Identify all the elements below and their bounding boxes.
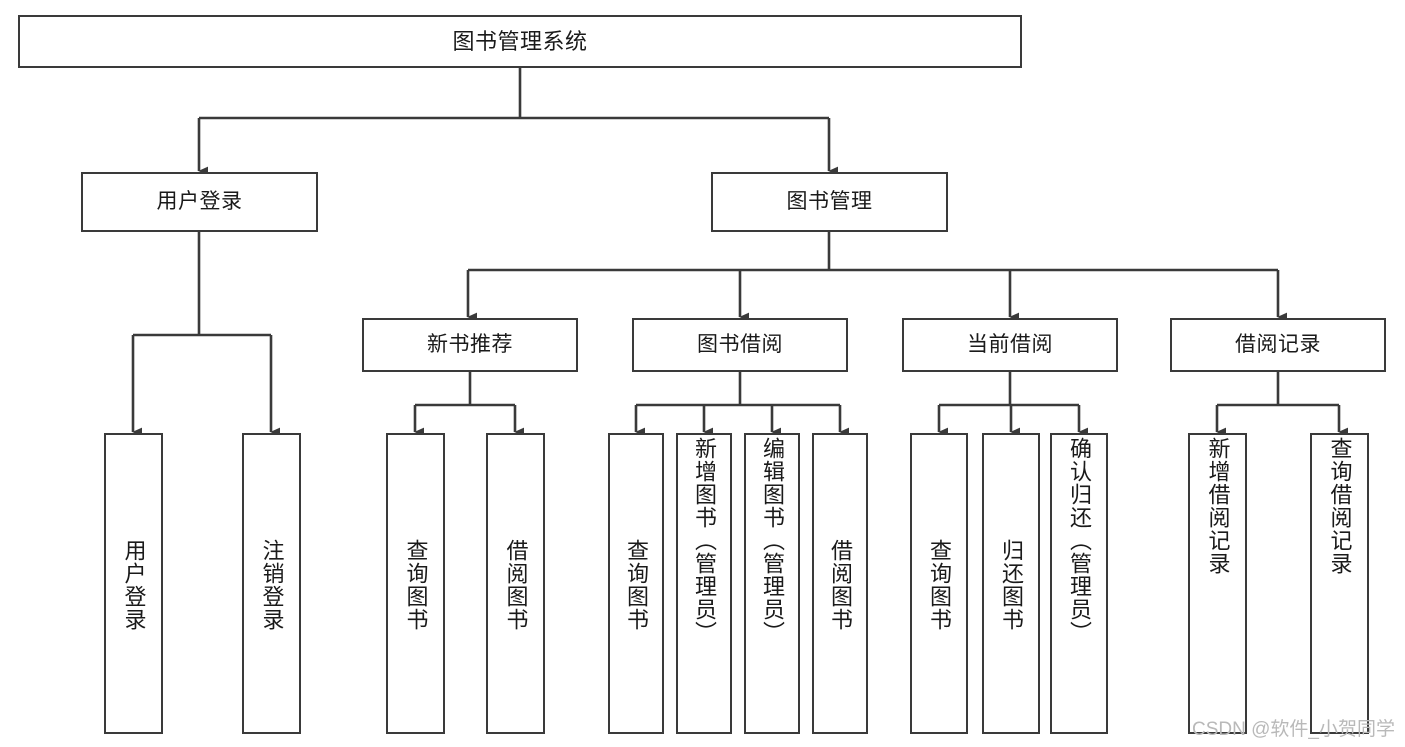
node-label: 查询图书 (927, 538, 952, 631)
node-leaf-query-book-3[interactable]: 查询图书 (910, 433, 968, 734)
node-label: 归还图书 (999, 538, 1024, 631)
node-label: 查询图书 (624, 538, 649, 631)
node-book-borrow[interactable]: 图书借阅 (632, 318, 848, 372)
node-label: 借阅记录 (1235, 332, 1321, 356)
node-leaf-return-book[interactable]: 归还图书 (982, 433, 1040, 734)
node-label: 编辑图书（管理员） (760, 437, 785, 644)
node-user-login[interactable]: 用户登录 (81, 172, 318, 232)
node-leaf-query-book-2[interactable]: 查询图书 (608, 433, 664, 734)
node-label: 新增借阅记录 (1205, 437, 1231, 575)
node-label: 新增图书（管理员） (692, 437, 717, 644)
node-leaf-user-logout[interactable]: 注销登录 (242, 433, 301, 734)
node-label: 图书管理系统 (452, 28, 588, 54)
node-new-book-rec[interactable]: 新书推荐 (362, 318, 578, 372)
node-label: 新书推荐 (427, 332, 513, 356)
node-label: 借阅图书 (503, 538, 529, 631)
node-leaf-edit-book[interactable]: 编辑图书（管理员） (744, 433, 800, 734)
node-current-borrow[interactable]: 当前借阅 (902, 318, 1118, 372)
node-leaf-query-record[interactable]: 查询借阅记录 (1310, 433, 1369, 734)
node-label: 当前借阅 (967, 332, 1053, 356)
node-label: 图书借阅 (697, 332, 783, 356)
node-leaf-add-record[interactable]: 新增借阅记录 (1188, 433, 1247, 734)
node-label: 用户登录 (156, 189, 243, 213)
node-label: 查询借阅记录 (1327, 437, 1353, 575)
node-root[interactable]: 图书管理系统 (18, 15, 1022, 68)
node-leaf-borrow-book-2[interactable]: 借阅图书 (812, 433, 868, 734)
node-label: 确认归还（管理员） (1067, 437, 1092, 644)
node-label: 图书管理 (786, 189, 873, 213)
node-borrow-record[interactable]: 借阅记录 (1170, 318, 1386, 372)
node-leaf-user-login[interactable]: 用户登录 (104, 433, 163, 734)
node-label: 借阅图书 (828, 538, 853, 631)
node-leaf-add-book[interactable]: 新增图书（管理员） (676, 433, 732, 734)
node-label: 注销登录 (259, 538, 285, 631)
node-label: 用户登录 (121, 538, 147, 631)
node-leaf-confirm-return[interactable]: 确认归还（管理员） (1050, 433, 1108, 734)
node-label: 查询图书 (403, 538, 429, 631)
node-book-manage[interactable]: 图书管理 (711, 172, 948, 232)
node-leaf-borrow-book-1[interactable]: 借阅图书 (486, 433, 545, 734)
node-leaf-query-book-1[interactable]: 查询图书 (386, 433, 445, 734)
